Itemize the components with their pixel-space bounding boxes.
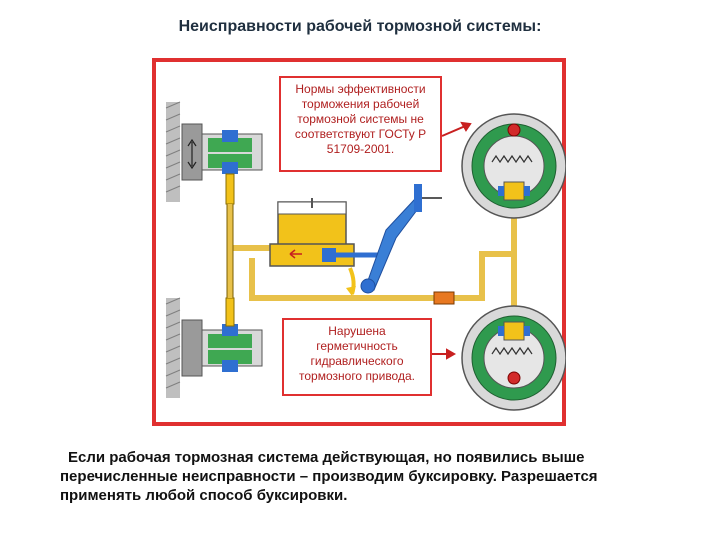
master-cylinder	[269, 198, 355, 267]
efficiency-note: Нормы эффективности торможения рабочей т…	[279, 76, 442, 172]
pointer-arrows	[432, 121, 472, 360]
brake-pedal	[336, 184, 442, 296]
footer-line-1: Если рабочая тормозная система действующ…	[68, 449, 585, 466]
front-disc-brake-top	[181, 123, 263, 205]
footer-text: Если рабочая тормозная система действующ…	[60, 448, 696, 505]
leak-note: Нарушена герметичность гидравлического т…	[282, 318, 432, 396]
pressure-regulator	[433, 291, 455, 305]
footer-line-3: применять любой способ буксировки.	[60, 487, 348, 504]
brake-system-diagram	[165, 101, 566, 411]
rear-drum-brake-top	[461, 113, 566, 219]
page-title: Неисправности рабочей тормозной системы:	[178, 18, 542, 35]
front-disc-brake-bottom	[181, 297, 263, 377]
footer-line-2: перечисленные неисправности – производим…	[60, 468, 598, 485]
rear-drum-brake-bottom	[461, 305, 566, 411]
front-left-mount	[165, 101, 181, 398]
